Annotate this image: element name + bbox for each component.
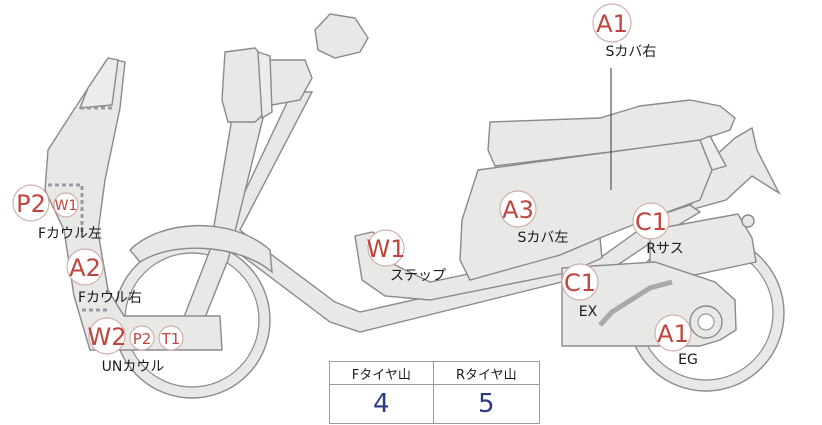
sub-code: W1 [55, 198, 78, 214]
code: A1 [657, 320, 689, 348]
code: W1 [367, 235, 406, 263]
rear-tread-header: Rタイヤ山 [432, 361, 541, 385]
part-name: EX [579, 304, 598, 320]
part-name: Fカウル左 [38, 226, 102, 242]
exhaust-pipe [598, 279, 673, 327]
code: C1 [635, 208, 667, 236]
part-name: UNカウル [102, 359, 165, 375]
label-front-cowl-left: P2 W1 Fカウル左 [12, 184, 102, 242]
code-badge [66, 248, 104, 286]
part-name: ステップ [390, 268, 446, 284]
rear-tread-value: 5 [432, 384, 541, 424]
code: W2 [88, 323, 127, 351]
code: A2 [69, 254, 101, 282]
tread-header-row: Fタイヤ山 Rタイヤ山 [329, 361, 541, 385]
rear-suspension-shape [649, 213, 757, 279]
front-cowl-top [78, 57, 119, 109]
part-name: Sカバ左 [518, 230, 569, 246]
label-rear-suspension: C1 Rサス [632, 202, 684, 257]
label-under-cowl: W2 P2 T1 UNカウル [88, 317, 184, 375]
code-badge [632, 202, 670, 240]
seat-cushion-line [699, 135, 728, 171]
code-badge [12, 184, 50, 222]
sub-code-badge [158, 325, 184, 351]
sub-code-badge [129, 325, 155, 351]
label-exhaust: C1 EX [561, 263, 599, 320]
sub-code: T1 [161, 330, 181, 348]
front-tread-header: Fタイヤ山 [329, 361, 434, 385]
code-badge [367, 229, 405, 267]
front-fender [129, 224, 273, 274]
part-name: Fカウル右 [78, 290, 142, 306]
sub-code-badge [53, 192, 79, 218]
code: A3 [502, 196, 534, 224]
handlebar-grip [314, 13, 369, 59]
part-name: Sカバ右 [606, 44, 657, 60]
rear-tail [689, 126, 781, 211]
code-badge [592, 3, 632, 43]
tread-value-row: 4 5 [329, 384, 541, 424]
label-front-cowl-right: A2 Fカウル右 [66, 248, 142, 306]
label-step: W1 ステップ [367, 229, 446, 284]
code-badge [499, 190, 537, 228]
part-name: EG [678, 352, 698, 368]
label-seat-cover-right: A1 Sカバ右 [592, 3, 657, 60]
label-engine: A1 EG [654, 314, 698, 368]
code: A1 [596, 10, 628, 38]
sub-code: P2 [133, 330, 152, 348]
code: P2 [16, 190, 46, 218]
tire-tread-table: Fタイヤ山 Rタイヤ山 4 5 [329, 361, 541, 424]
part-name: Rサス [646, 241, 683, 257]
cowl-division-mid [48, 183, 84, 232]
headlight-ring [257, 51, 273, 120]
label-seat-cover-left: A3 Sカバ左 [499, 190, 569, 246]
code-badge [561, 263, 599, 301]
front-tread-value: 4 [329, 384, 434, 424]
code-badge [654, 314, 692, 352]
code: C1 [564, 269, 596, 297]
code-badge [88, 317, 126, 355]
